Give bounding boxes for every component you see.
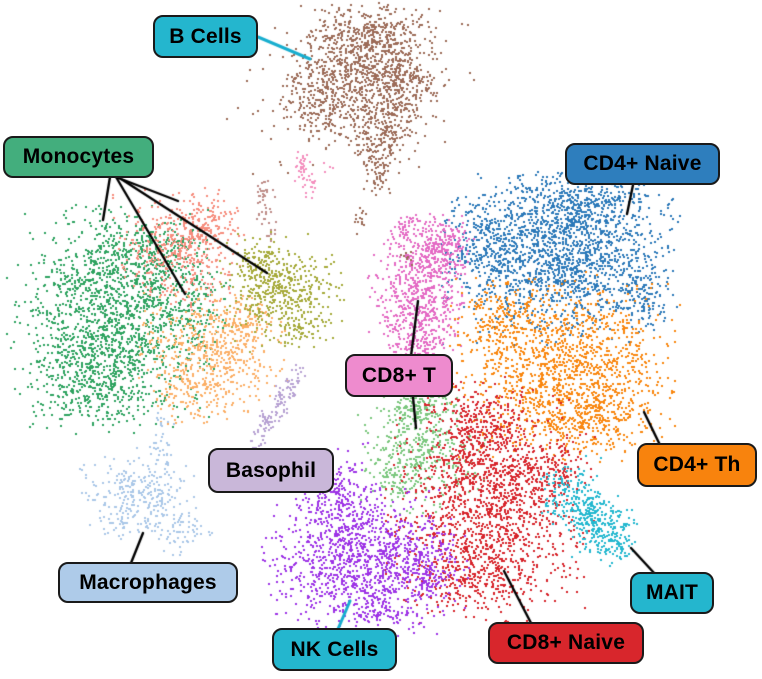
cluster-label-nk-cells: NK Cells (272, 628, 397, 671)
cluster-label-text: CD4+ Th (653, 453, 741, 476)
cluster-label-text: Monocytes (22, 145, 135, 168)
cluster-label-monocytes: Monocytes (3, 136, 154, 178)
cluster-label-text: NK Cells (290, 637, 379, 661)
cluster-label-macrophages: Macrophages (58, 562, 238, 603)
cluster-label-text: B Cells (169, 24, 242, 48)
cluster-label-mait: MAIT (630, 572, 714, 614)
cluster-label-text: Basophil (225, 458, 317, 482)
cluster-label-text: CD4+ Naive (583, 152, 702, 175)
cluster-label-text: CD8+ T (361, 363, 437, 387)
cluster-label-text: Macrophages (79, 570, 217, 594)
cluster-label-basophil: Basophil (208, 448, 334, 493)
cluster-label-cd8-naive: CD8+ Naive (488, 622, 644, 664)
cluster-label-cd8-t: CD8+ T (345, 354, 453, 397)
cluster-label-text: CD8+ Naive (506, 631, 626, 654)
cluster-label-b-cells: B Cells (153, 15, 258, 58)
cluster-label-cd4-th: CD4+ Th (637, 443, 757, 487)
cluster-label-cd4-naive: CD4+ Naive (565, 143, 720, 185)
cluster-label-text: MAIT (645, 581, 699, 604)
